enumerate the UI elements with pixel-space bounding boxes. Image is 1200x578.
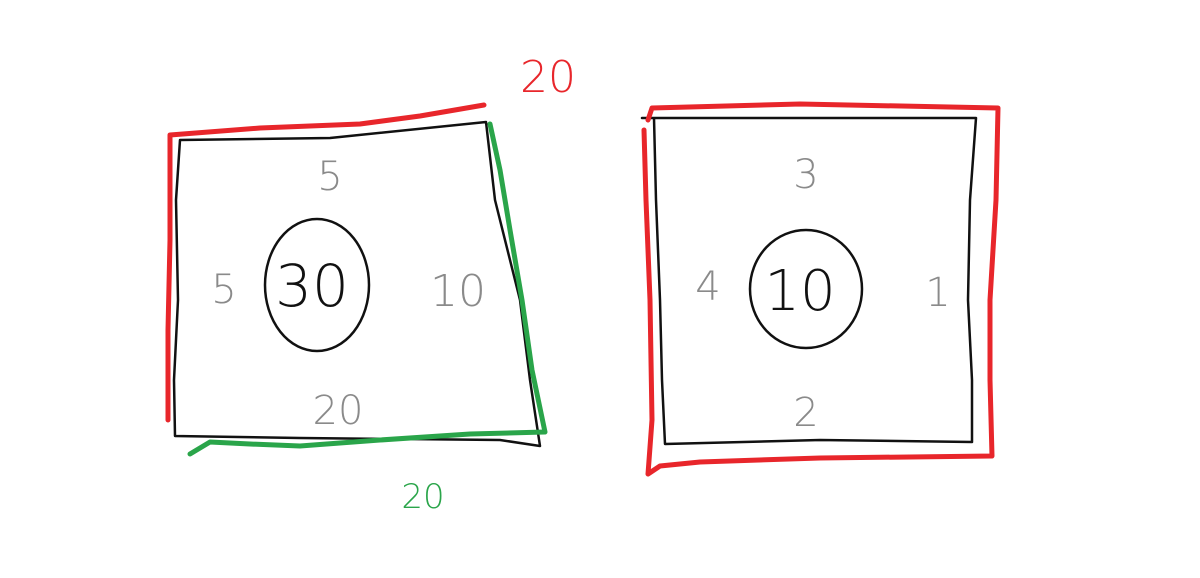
left-box-outline <box>172 120 542 448</box>
right-box-group: 10 3 4 1 2 <box>640 101 1001 477</box>
right-center-value: 10 <box>764 259 835 324</box>
right-red-outline <box>641 101 1001 477</box>
right-left-value: 4 <box>695 264 720 310</box>
left-left-value: 5 <box>211 267 236 313</box>
right-box-outline <box>640 116 978 446</box>
left-box-group: 30 5 5 10 20 20 20 <box>165 52 576 517</box>
right-top-value: 3 <box>793 152 818 198</box>
left-center-value: 30 <box>275 252 349 320</box>
left-green-path-label: 20 <box>401 477 444 517</box>
left-top-value: 5 <box>317 154 342 200</box>
left-center-circle <box>263 217 371 353</box>
left-bottom-value: 20 <box>313 388 364 434</box>
left-green-path <box>187 121 548 457</box>
left-red-path-label: 20 <box>520 52 576 103</box>
right-center-circle <box>748 228 864 350</box>
right-right-value: 1 <box>925 270 950 316</box>
left-right-value: 10 <box>430 266 486 317</box>
right-bottom-value: 2 <box>793 390 818 436</box>
left-red-path <box>165 102 487 423</box>
